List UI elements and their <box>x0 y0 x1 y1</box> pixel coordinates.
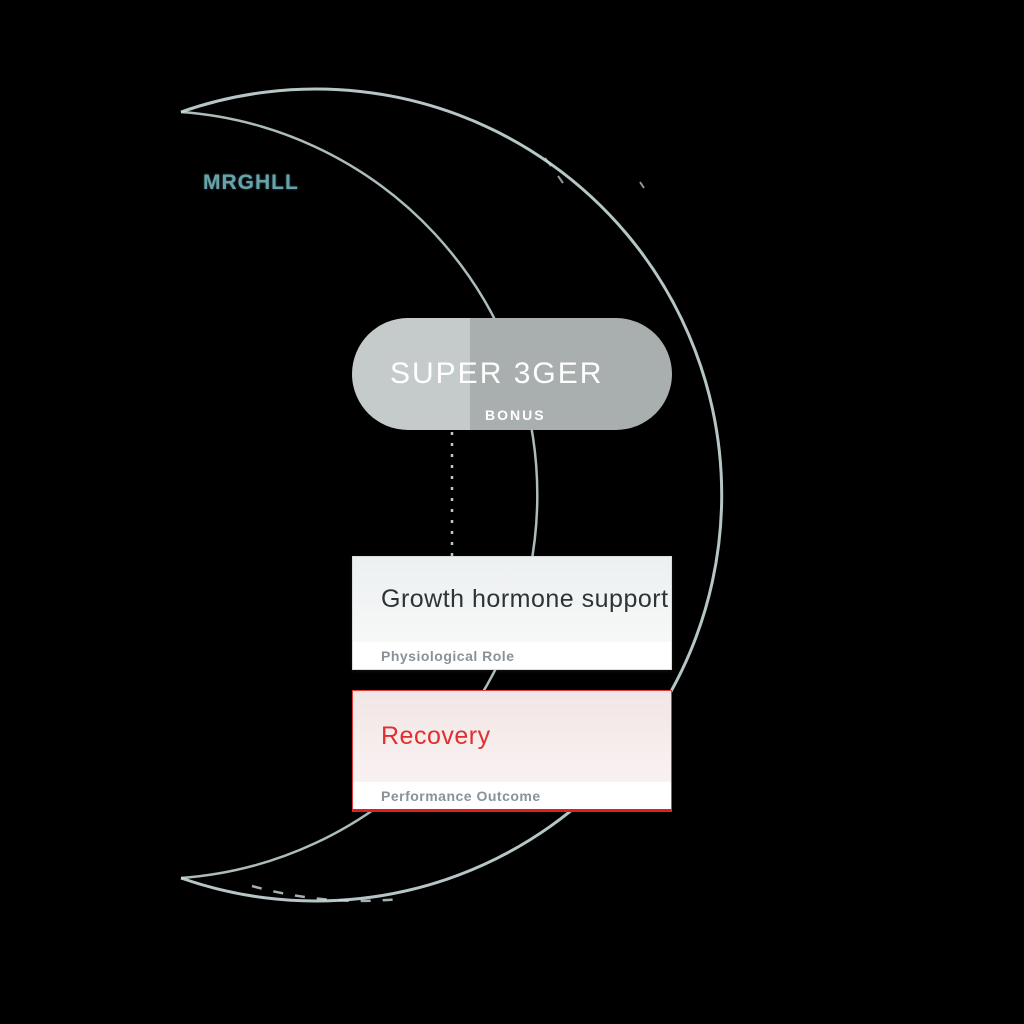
supplement-capsule: SUPER 3GER BONUS <box>352 318 672 430</box>
card-title-recovery: Recovery <box>381 722 491 750</box>
capsule-left-half <box>352 318 471 430</box>
capsule-bonus-badge: BONUS <box>485 407 546 423</box>
brand-logo-text: MRGHLL <box>203 171 299 194</box>
card-physiological-role: Growth hormone support Physiological Rol… <box>352 556 672 670</box>
card-performance-outcome: Recovery Performance Outcome <box>352 690 672 812</box>
crescent-outer-arc <box>180 87 724 903</box>
card-body: Recovery <box>353 691 671 782</box>
decorative-dashes-top <box>544 157 645 189</box>
card-body: Growth hormone support <box>353 557 671 642</box>
card-title-growth-hormone: Growth hormone support <box>381 585 669 613</box>
card-footer-label: Physiological Role <box>353 642 671 669</box>
capsule-title: SUPER 3GER <box>390 357 604 390</box>
decorative-dashes-bottom <box>251 884 401 903</box>
crescent-inner-arc <box>180 110 539 880</box>
card-footer-label: Performance Outcome <box>353 782 671 809</box>
capsule-right-half <box>470 318 672 430</box>
